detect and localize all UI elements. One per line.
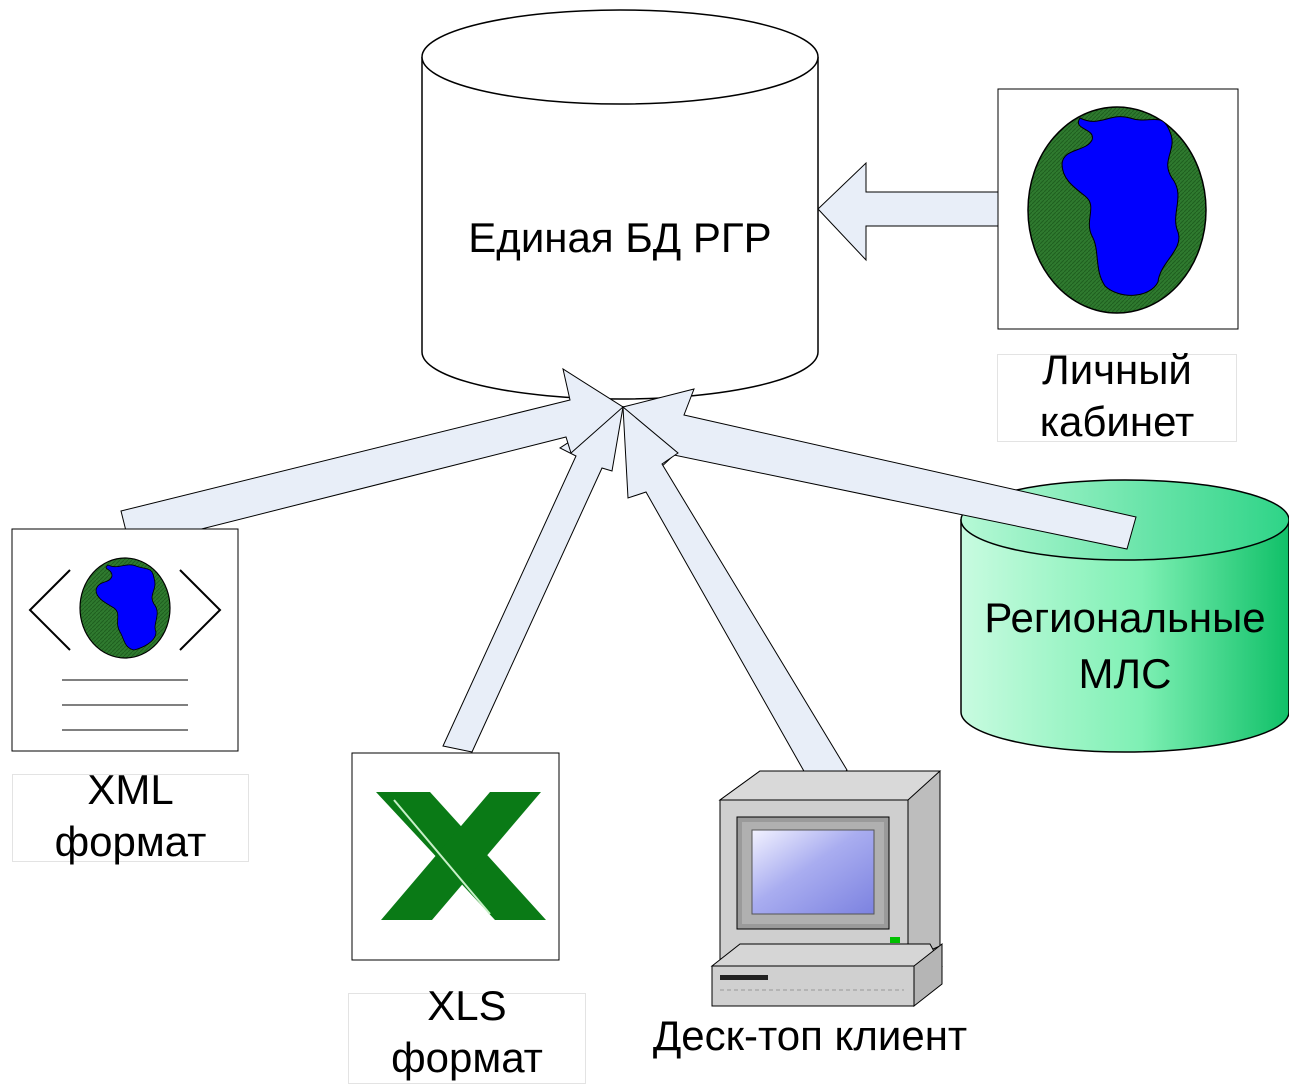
database-cylinder xyxy=(421,9,819,400)
xls-format-icon xyxy=(351,752,560,961)
xml-format-icon xyxy=(11,528,239,752)
personal-cabinet-label: Личный кабинет xyxy=(997,344,1237,448)
excel-x-icon xyxy=(376,792,546,920)
regional-mls-label: Региональные МЛС xyxy=(961,590,1289,702)
arrow-from-desktop xyxy=(622,405,848,797)
angle-bracket-left-icon xyxy=(28,569,71,651)
personal-cabinet-label-line1: Личный xyxy=(1042,346,1192,393)
regional-mls-label-line2: МЛС xyxy=(1078,650,1172,697)
xml-label-line1: XML xyxy=(87,766,174,813)
xls-label: XLS формат xyxy=(348,980,586,1084)
xls-label-box xyxy=(348,993,586,1084)
personal-cabinet-box xyxy=(997,88,1239,330)
desktop-computer-icon xyxy=(710,770,943,1008)
xml-label-line2: формат xyxy=(54,818,207,865)
xml-label-box xyxy=(12,774,249,862)
desktop-client-label: Деск-топ клиент xyxy=(652,1012,968,1059)
globe-icon xyxy=(79,557,171,659)
globe-icon xyxy=(1027,106,1207,314)
xls-label-line2: формат xyxy=(391,1034,543,1081)
regional-mls-label-line1: Региональные xyxy=(984,594,1266,641)
monitor-screen xyxy=(751,829,875,915)
xml-label: XML формат xyxy=(12,764,249,868)
arrow-from-personal-cabinet xyxy=(817,161,999,262)
xls-label-line1: XLS xyxy=(427,982,507,1029)
converging-arrows xyxy=(120,367,1137,797)
angle-bracket-right-icon xyxy=(179,569,222,651)
personal-cabinet-label-line2: кабинет xyxy=(1039,398,1195,445)
database-label: Единая БД РГР xyxy=(468,214,772,261)
personal-cabinet-label-box xyxy=(997,354,1237,442)
